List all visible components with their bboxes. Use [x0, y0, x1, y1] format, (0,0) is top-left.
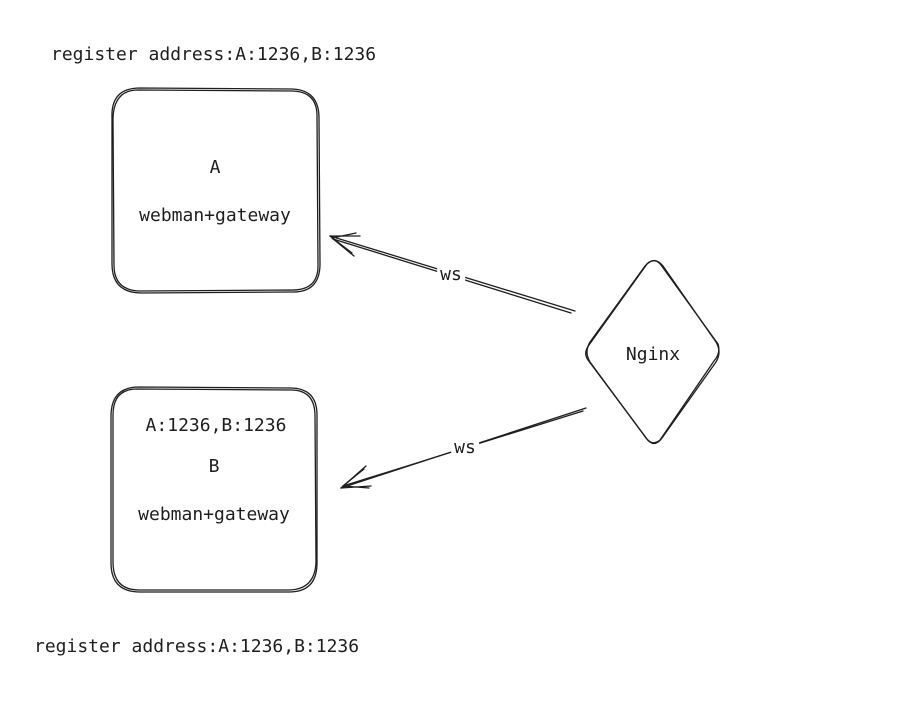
nginx-label: Nginx [625, 344, 681, 365]
node-a-box[interactable] [111, 87, 321, 294]
edge-label-ws-b: ws [451, 439, 479, 457]
node-b-box[interactable] [110, 386, 318, 593]
register-address-top: register address:A:1236,B:1236 [51, 44, 377, 65]
edge-label-ws-a: ws [437, 266, 465, 284]
register-address-bottom: register address:A:1236,B:1236 [34, 636, 360, 657]
nginx-diamond[interactable] [585, 259, 720, 445]
node-b-name: B [208, 456, 220, 477]
node-b-header: A:1236,B:1236 [145, 415, 287, 436]
node-a-subtitle: webman+gateway [139, 205, 291, 226]
node-b-subtitle: webman+gateway [138, 504, 290, 525]
node-a-name: A [209, 157, 221, 178]
